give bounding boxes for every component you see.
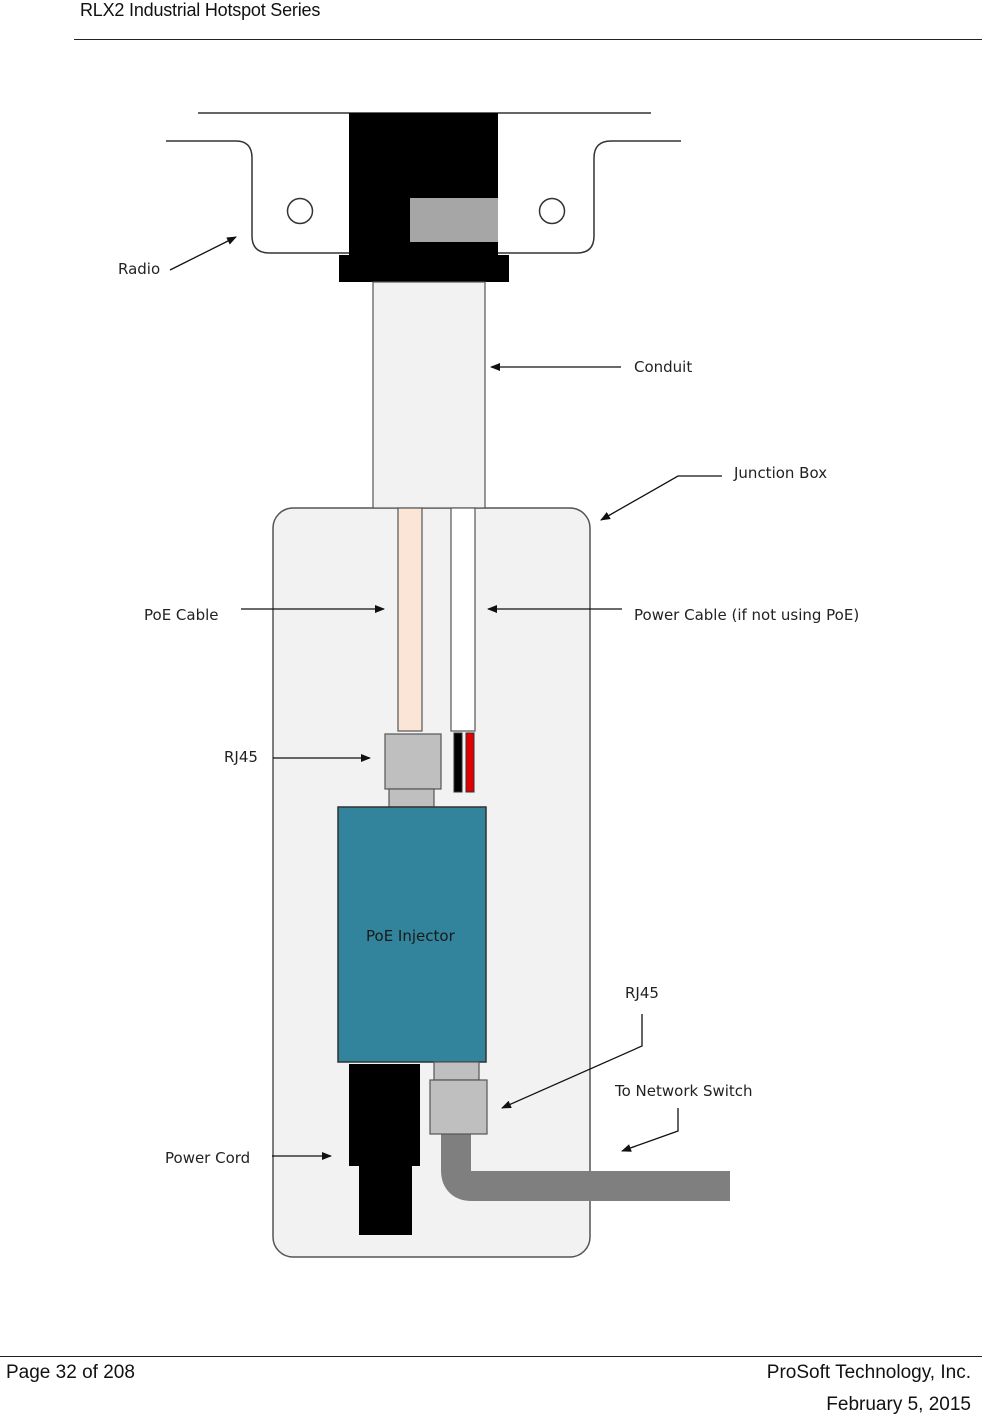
label-radio: Radio bbox=[118, 260, 160, 278]
network-cable bbox=[441, 1132, 730, 1201]
power-cord bbox=[359, 1166, 412, 1235]
power-wire-black bbox=[453, 732, 463, 793]
poe-cable bbox=[397, 507, 423, 732]
mount-hole-right bbox=[538, 197, 566, 225]
label-junction-box: Junction Box bbox=[733, 464, 827, 482]
label-rj45-bottom: RJ45 bbox=[625, 984, 659, 1002]
label-power-cord: Power Cord bbox=[165, 1149, 250, 1167]
rj45-connector-top bbox=[384, 733, 442, 790]
power-wire-red bbox=[465, 732, 475, 793]
poe-injector bbox=[337, 806, 487, 1063]
arrow-rj45-bottom bbox=[501, 1014, 643, 1109]
label-to-network-switch: To Network Switch bbox=[614, 1082, 753, 1100]
header-divider bbox=[74, 39, 982, 40]
page-number: Page 32 of 208 bbox=[6, 1362, 135, 1383]
document-date: February 5, 2015 bbox=[826, 1394, 971, 1415]
arrow-network-switch bbox=[621, 1108, 679, 1152]
document-header-title: RLX2 Industrial Hotspot Series bbox=[80, 0, 321, 20]
label-power-cable: Power Cable (if not using PoE) bbox=[634, 606, 859, 624]
callout-arrows bbox=[169, 236, 722, 1160]
label-conduit: Conduit bbox=[634, 358, 692, 376]
footer-divider bbox=[0, 1356, 982, 1357]
rj45-connector-bottom bbox=[429, 1079, 488, 1135]
rj45-plug-top bbox=[388, 788, 435, 808]
arrow-junction-box bbox=[600, 475, 722, 521]
conduit bbox=[372, 281, 486, 509]
rj45-plug-bottom bbox=[433, 1061, 480, 1081]
power-cable bbox=[450, 507, 476, 732]
label-rj45-top: RJ45 bbox=[224, 748, 258, 766]
radio-unit bbox=[339, 113, 509, 282]
company-name: ProSoft Technology, Inc. bbox=[766, 1362, 971, 1383]
power-cord-plug bbox=[349, 1064, 420, 1166]
mount-hole-left bbox=[286, 197, 314, 225]
arrow-radio bbox=[169, 236, 237, 271]
label-poe-injector: PoE Injector bbox=[366, 927, 456, 945]
label-poe-cable: PoE Cable bbox=[144, 606, 219, 624]
